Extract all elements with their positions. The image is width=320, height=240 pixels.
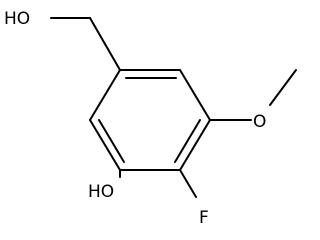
phenol-oh-label: HO [88, 182, 114, 202]
bond-methoxy-o-to-ch3 [269, 69, 297, 106]
ring-bond-c5-c6 [89, 119, 121, 171]
ring-bond-c2-c3 [179, 69, 211, 121]
ring-inner-double-bond-left [98, 119, 125, 163]
bond-ring-to-f [179, 169, 197, 198]
ring-bond-c3-c4 [179, 119, 211, 171]
methoxy-oxygen-label: O [253, 112, 266, 132]
ring-bond-c6-c1 [89, 69, 121, 121]
ring-inner-double-bond-right [174, 119, 201, 163]
chemical-structure: HO O F HO [4, 9, 297, 228]
hydroxymethyl-oh-label: HO [4, 9, 30, 29]
bond-ring-to-ch2 [89, 17, 121, 71]
fluorine-label: F [199, 208, 209, 228]
atom-labels: HO O F HO [4, 9, 266, 228]
substituent-bonds [50, 17, 297, 198]
benzene-ring [89, 69, 211, 171]
